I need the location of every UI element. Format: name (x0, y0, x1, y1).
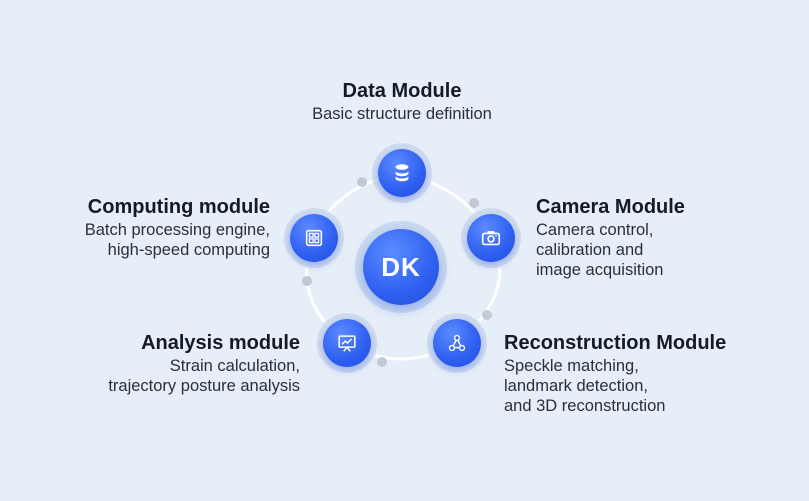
reconstruction-module-desc-1: Speckle matching, (504, 357, 639, 375)
camera-module-label: Camera Module Camera control, calibratio… (536, 194, 776, 280)
analysis-module-label: Analysis module Strain calculation, traj… (30, 330, 300, 396)
center-hub: DK (355, 221, 447, 313)
reconstruction-module-desc-3: and 3D reconstruction (504, 397, 666, 415)
computing-module-node[interactable] (283, 207, 345, 269)
camera-module-desc-1: Camera control, (536, 221, 654, 239)
computing-module-desc-1: Batch processing engine, (84, 221, 270, 239)
node-graph-icon (448, 334, 466, 352)
ring-dot (357, 177, 367, 187)
chip-icon (305, 229, 323, 247)
computing-module-label: Computing module Batch processing engine… (20, 194, 270, 260)
ring-dot (482, 310, 492, 320)
camera-icon (481, 231, 501, 246)
analysis-module-node[interactable] (316, 312, 378, 374)
reconstruction-module-label: Reconstruction Module Speckle matching, … (504, 330, 794, 416)
camera-module-node[interactable] (460, 207, 522, 269)
database-icon (395, 164, 409, 182)
analysis-module-desc-1: Strain calculation, (169, 357, 300, 375)
analysis-module-title: Analysis module (141, 332, 300, 354)
ring-dot (302, 276, 312, 286)
reconstruction-module-node[interactable] (426, 312, 488, 374)
center-label: DK (363, 229, 439, 305)
ring-dot (469, 198, 479, 208)
data-module-desc-1: Basic structure definition (312, 105, 492, 123)
data-module-title: Data Module (342, 80, 462, 102)
camera-module-title: Camera Module (536, 196, 685, 218)
reconstruction-module-desc-2: landmark detection, (504, 377, 648, 395)
chart-board-icon (338, 335, 356, 352)
camera-module-desc-3: image acquisition (536, 261, 664, 279)
reconstruction-module-title: Reconstruction Module (504, 332, 727, 354)
data-module-node[interactable] (371, 142, 433, 204)
computing-module-desc-2: high-speed computing (107, 241, 270, 259)
data-module-label: Data Module Basic structure definition (252, 78, 552, 124)
ring-dot (377, 357, 387, 367)
camera-module-desc-2: calibration and (536, 241, 644, 259)
analysis-module-desc-2: trajectory posture analysis (108, 377, 300, 395)
computing-module-title: Computing module (87, 196, 270, 218)
